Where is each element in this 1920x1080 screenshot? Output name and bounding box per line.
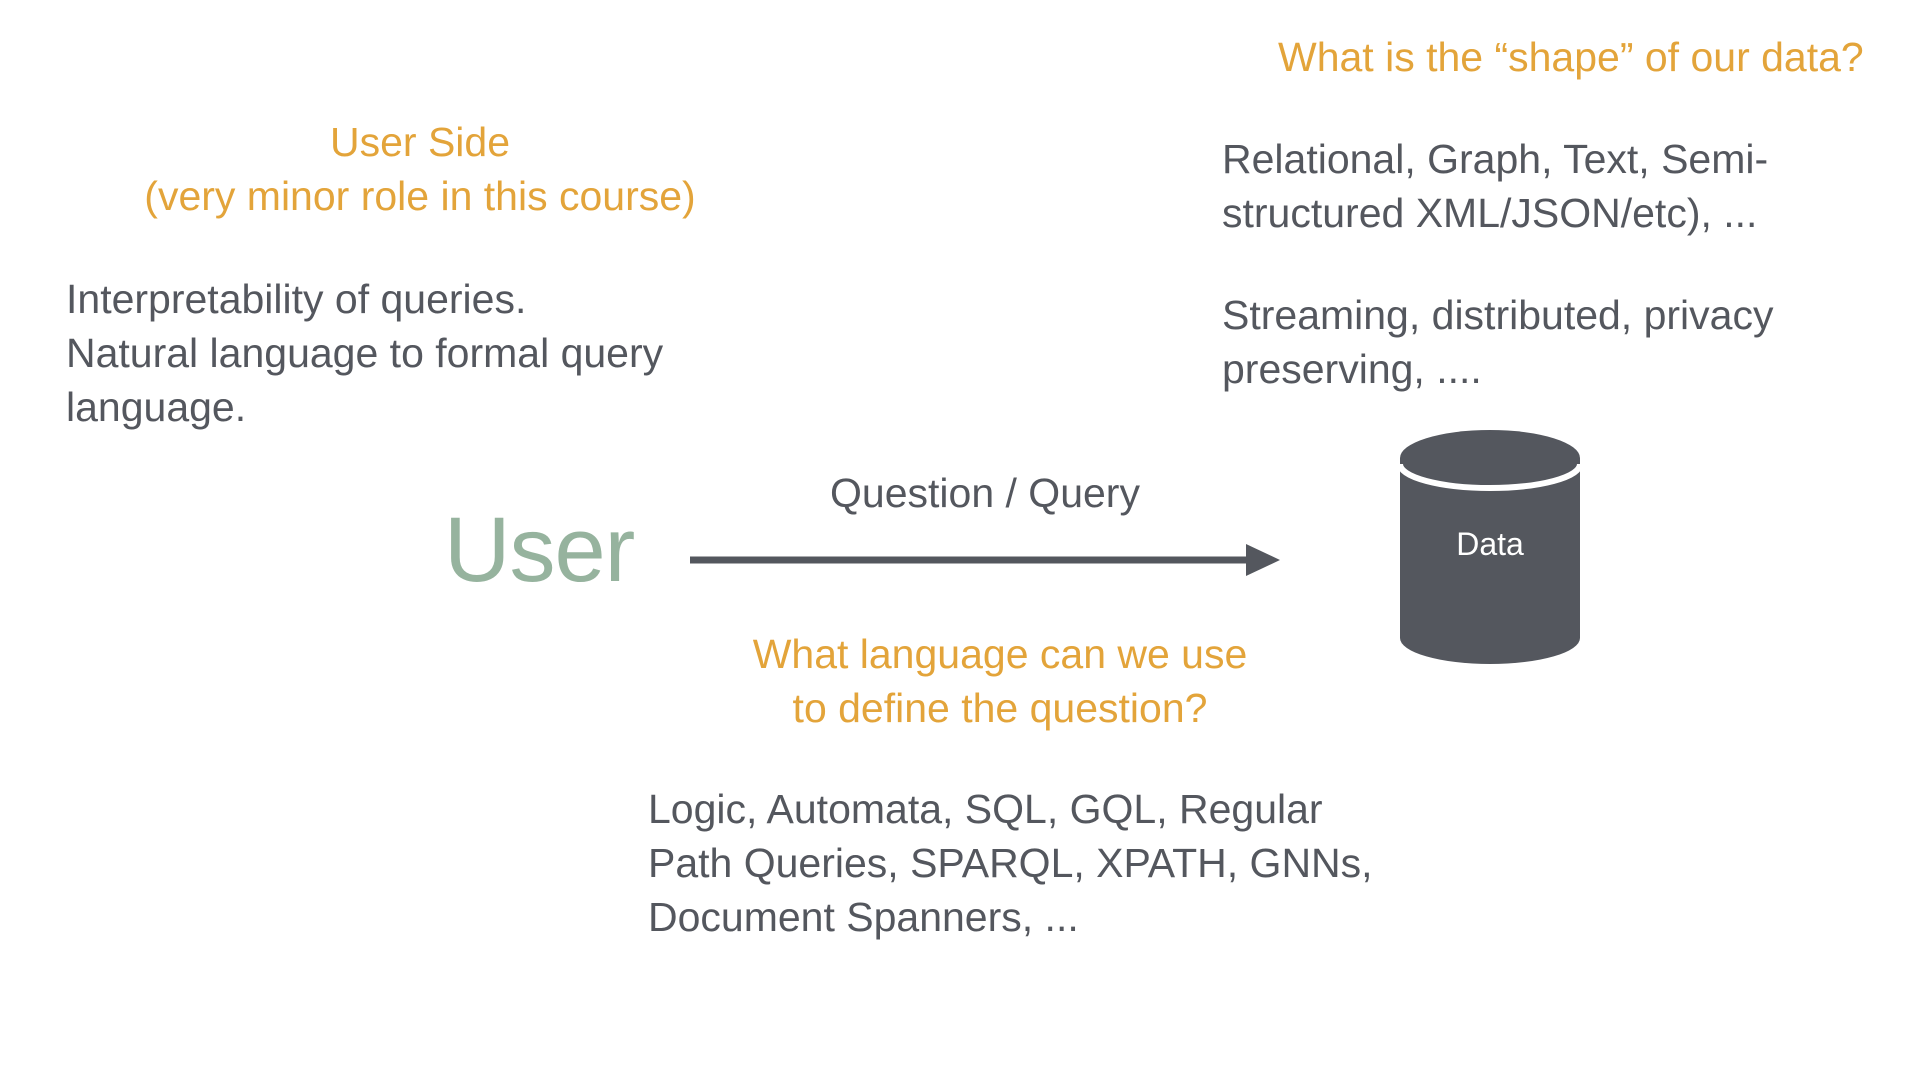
user-side-line: Interpretability of queries. (66, 276, 527, 322)
user-label: User (444, 499, 635, 601)
query-language-heading-line: to define the question? (792, 685, 1208, 731)
database-top (1400, 430, 1580, 486)
user-side-title: User Side (329, 119, 510, 165)
data-shape-heading: What is the “shape” of our data? (1278, 34, 1864, 80)
data-models-line: Relational, Graph, Text, Semi- (1222, 136, 1769, 182)
user-side-subtitle: (very minor role in this course) (144, 173, 696, 219)
user-side-line: Natural language to formal query (66, 330, 664, 376)
query-language-heading: What language can we use to define the q… (690, 627, 1310, 735)
query-label: Question / Query (830, 470, 1140, 516)
data-settings-line: preserving, .... (1222, 346, 1482, 392)
query-language-heading-line: What language can we use (752, 631, 1248, 677)
database-rim (1397, 463, 1583, 491)
data-models-line: structured XML/JSON/etc), ... (1222, 190, 1758, 236)
data-settings-line: Streaming, distributed, privacy (1222, 292, 1774, 338)
database-label: Data (1456, 526, 1524, 562)
query-language-examples: Logic, Automata, SQL, GQL, Regular Path … (648, 782, 1373, 944)
query-language-line: Document Spanners, ... (648, 894, 1079, 940)
data-models-text: Relational, Graph, Text, Semi- structure… (1222, 132, 1768, 240)
query-arrow (690, 544, 1280, 576)
database-body (1400, 458, 1580, 664)
query-language-line: Logic, Automata, SQL, GQL, Regular (648, 786, 1323, 832)
query-language-line: Path Queries, SPARQL, XPATH, GNNs, (648, 840, 1373, 886)
arrow-head (1246, 544, 1280, 576)
user-side-line: language. (66, 384, 247, 430)
user-side-heading: User Side (very minor role in this cours… (120, 115, 720, 223)
user-side-description: Interpretability of queries. Natural lan… (66, 272, 663, 434)
data-settings-text: Streaming, distributed, privacy preservi… (1222, 288, 1773, 396)
database-icon (1397, 430, 1583, 664)
